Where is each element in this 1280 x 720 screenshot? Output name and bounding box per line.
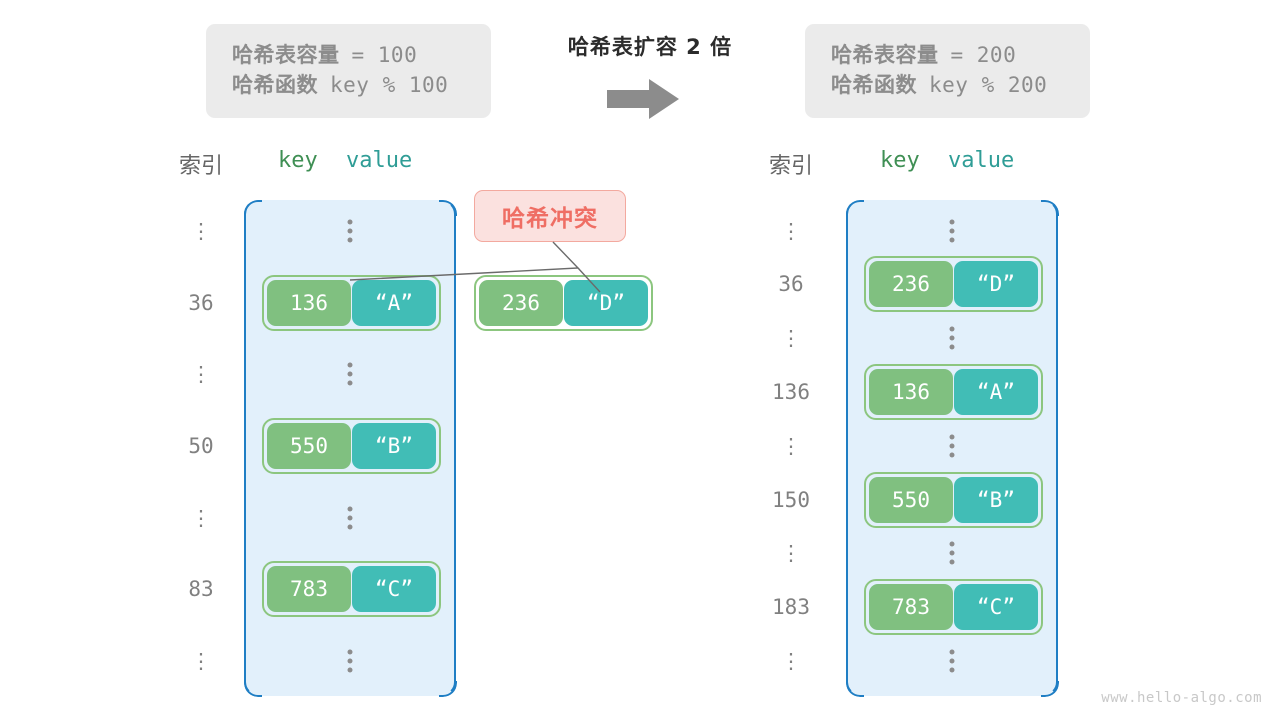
- after-ellipsis-4: [949, 434, 955, 458]
- after-ellipsis-2: [949, 326, 955, 350]
- before-index-header: 索引: [178, 154, 223, 179]
- after-capacity-label: 哈希表容量: [831, 42, 939, 67]
- hash-collision-badge: 哈希冲突: [474, 190, 626, 242]
- before-capacity-value: = 100: [351, 42, 418, 67]
- after-ellipsis-0: [949, 219, 955, 243]
- before-capacity-label: 哈希表容量: [232, 42, 340, 67]
- after-function-value: key % 200: [929, 73, 1048, 97]
- after-entry-136: 136 “A”: [864, 364, 1043, 420]
- before-capacity-line: 哈希表容量 = 100: [232, 43, 465, 67]
- after-index-5: 150: [772, 488, 810, 512]
- before-entry-50-value: “B”: [352, 423, 436, 469]
- after-entry-36-key: 236: [869, 261, 953, 307]
- after-value-header: value: [948, 148, 1015, 173]
- colliding-entry: 236 “D”: [474, 275, 653, 331]
- before-value-header: value: [346, 148, 413, 173]
- before-entry-50-key: 550: [267, 423, 351, 469]
- after-entry-36-value: “D”: [954, 261, 1038, 307]
- after-index-7: 183: [772, 595, 810, 619]
- before-entry-83-key: 783: [267, 566, 351, 612]
- after-index-8: ⋮: [780, 649, 802, 673]
- after-entry-183-key: 783: [869, 584, 953, 630]
- after-index-0: ⋮: [780, 219, 802, 243]
- before-ellipsis-2: [347, 362, 353, 386]
- before-entry-36-key: 136: [267, 280, 351, 326]
- before-info-box: 哈希表容量 = 100 哈希函数 key % 100: [206, 24, 491, 118]
- after-ellipsis-6: [949, 541, 955, 565]
- after-entry-136-value: “A”: [954, 369, 1038, 415]
- after-index-4: ⋮: [780, 434, 802, 458]
- before-index-5: 83: [188, 577, 214, 601]
- before-index-0: ⋮: [190, 219, 212, 243]
- before-key-header: key: [278, 148, 318, 173]
- after-index-3: 136: [772, 380, 810, 404]
- after-entry-150-key: 550: [869, 477, 953, 523]
- after-capacity-value: = 200: [950, 42, 1017, 67]
- after-entry-150: 550 “B”: [864, 472, 1043, 528]
- before-index-6: ⋮: [190, 649, 212, 673]
- before-index-4: ⋮: [190, 506, 212, 530]
- after-index-2: ⋮: [780, 326, 802, 350]
- after-function-line: 哈希函数 key % 200: [831, 73, 1064, 97]
- after-entry-183: 783 “C”: [864, 579, 1043, 635]
- after-index-6: ⋮: [780, 541, 802, 565]
- colliding-entry-value: “D”: [564, 280, 648, 326]
- right-arrow-icon: [607, 79, 679, 119]
- after-key-header: key: [880, 148, 920, 173]
- after-entry-136-key: 136: [869, 369, 953, 415]
- before-entry-36-value: “A”: [352, 280, 436, 326]
- after-entry-36: 236 “D”: [864, 256, 1043, 312]
- after-capacity-line: 哈希表容量 = 200: [831, 43, 1064, 67]
- before-entry-83: 783 “C”: [262, 561, 441, 617]
- after-index-1: 36: [778, 272, 804, 296]
- before-index-2: ⋮: [190, 362, 212, 386]
- before-ellipsis-0: [347, 219, 353, 243]
- resize-caption: 哈希表扩容 2 倍: [567, 35, 733, 59]
- before-ellipsis-4: [347, 506, 353, 530]
- after-info-box: 哈希表容量 = 200 哈希函数 key % 200: [805, 24, 1090, 118]
- colliding-entry-key: 236: [479, 280, 563, 326]
- before-ellipsis-6: [347, 649, 353, 673]
- before-index-3: 50: [188, 434, 214, 458]
- before-entry-36: 136 “A”: [262, 275, 441, 331]
- before-entry-83-value: “C”: [352, 566, 436, 612]
- before-index-1: 36: [188, 291, 214, 315]
- after-function-label: 哈希函数: [831, 73, 917, 97]
- after-entry-150-value: “B”: [954, 477, 1038, 523]
- after-index-header: 索引: [768, 154, 813, 179]
- before-function-line: 哈希函数 key % 100: [232, 73, 465, 97]
- before-function-label: 哈希函数: [232, 73, 318, 97]
- site-watermark: www.hello-algo.com: [1101, 690, 1262, 706]
- before-entry-50: 550 “B”: [262, 418, 441, 474]
- before-function-value: key % 100: [330, 73, 449, 97]
- after-ellipsis-8: [949, 649, 955, 673]
- after-entry-183-value: “C”: [954, 584, 1038, 630]
